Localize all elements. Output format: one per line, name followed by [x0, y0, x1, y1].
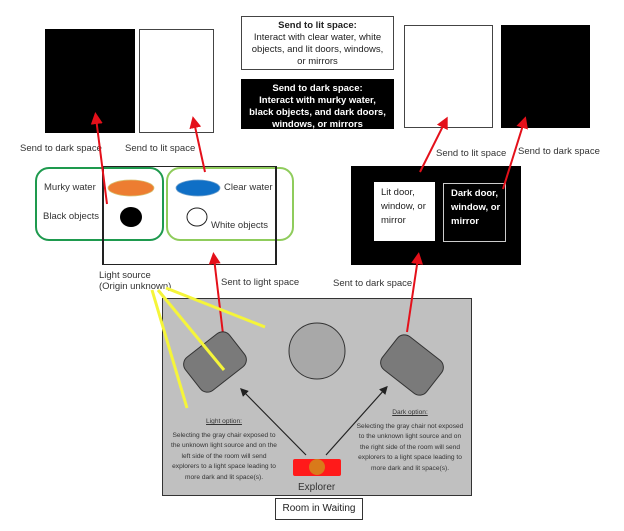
- lit-door-line: Lit door,: [381, 187, 415, 198]
- light-option-heading: Light option:: [206, 418, 242, 425]
- left-space-divider: [102, 166, 104, 265]
- arrow-to-dark-right: [502, 116, 528, 190]
- dark-door-line: window, or: [451, 202, 501, 213]
- lit-door-label: Lit door, window, or mirror: [381, 186, 426, 228]
- light-option-caption: Light option: Selecting the gray chair e…: [168, 417, 280, 484]
- sent-to-dark-label: Sent to dark space: [333, 278, 413, 289]
- lit-door-line: window, or: [381, 201, 426, 212]
- left-space-divider: [275, 166, 277, 265]
- dark-option-caption: Dark option: Selecting the gray chair no…: [354, 408, 466, 475]
- lit-door-line: mirror: [381, 215, 406, 226]
- clear-water-label: Clear water: [224, 182, 273, 193]
- right-chair: [380, 334, 444, 396]
- arrow-to-lit-left: [189, 116, 206, 173]
- legend-dark-title: Send to dark space:: [272, 83, 363, 94]
- light-source-line: Light source: [99, 270, 151, 281]
- lit-objects-group: [166, 167, 294, 241]
- dark-option-text: Selecting the gray chair not exposed to …: [356, 422, 464, 472]
- explorer-label: Explorer: [298, 482, 336, 493]
- legend-lit-line: Interact with clear water, white: [253, 32, 382, 43]
- send-lit-label-left: Send to lit space: [125, 143, 196, 154]
- send-dark-label-right: Send to dark space: [518, 146, 600, 157]
- send-lit-label-right: Send to lit space: [436, 148, 507, 159]
- light-source-line: (Origin unknown): [99, 281, 172, 292]
- dark-door-line: Dark door,: [451, 188, 498, 199]
- center-table: [288, 322, 346, 380]
- black-objects-label: Black objects: [43, 211, 99, 222]
- dark-door-label: Dark door, window, or mirror: [451, 187, 500, 229]
- dark-objects-group: [35, 167, 164, 241]
- legend-lit-space: Send to lit space: Interact with clear w…: [241, 16, 394, 70]
- black-object-shape: [120, 207, 142, 227]
- dark-option-heading: Dark option:: [392, 409, 428, 416]
- room-in-waiting-label: Room in Waiting: [275, 498, 363, 520]
- send-dark-label-left: Send to dark space: [20, 143, 102, 154]
- dark-space-right: [501, 25, 590, 128]
- legend-lit-line: objects, and lit doors, windows,: [251, 44, 384, 55]
- murky-water-label: Murky water: [44, 182, 96, 193]
- explorer-head: [309, 459, 325, 475]
- legend-dark-line: black objects, and dark doors,: [249, 107, 386, 118]
- legend-dark-line: windows, or mirrors: [272, 119, 363, 130]
- legend-lit-title: Send to lit space:: [278, 20, 357, 31]
- light-option-text: Selecting the gray chair exposed to the …: [171, 431, 277, 481]
- dark-door-line: mirror: [451, 216, 479, 227]
- arrow-explorer-to-right-chair: [325, 385, 388, 456]
- clear-water-shape: [175, 179, 221, 197]
- dark-door-box: [443, 183, 506, 242]
- arrow-to-dark-left: [90, 112, 108, 205]
- legend-dark-space: Send to dark space: Interact with murky …: [241, 79, 394, 130]
- legend-dark-line: Interact with murky water,: [259, 95, 376, 106]
- left-chair: [183, 331, 247, 393]
- light-ray: [165, 286, 266, 329]
- sent-to-light-label: Sent to light space: [221, 277, 300, 288]
- arrow-to-lit-right: [419, 116, 448, 173]
- white-object-shape: [186, 207, 208, 227]
- legend-lit-line: or mirrors: [297, 56, 338, 67]
- dark-space-left: [45, 29, 135, 133]
- lit-space-left: [139, 29, 214, 133]
- murky-water-shape: [107, 179, 155, 197]
- arrow-sent-to-dark: [406, 252, 424, 333]
- lit-space-right: [404, 25, 493, 128]
- lit-door-box: [374, 182, 435, 241]
- arrow-explorer-to-left-chair: [240, 388, 307, 456]
- light-source-label: Light source (Origin unknown): [99, 270, 171, 292]
- white-objects-label: White objects: [211, 220, 269, 231]
- light-ray: [150, 289, 189, 409]
- light-ray: [156, 289, 226, 371]
- arrow-sent-to-light: [208, 252, 224, 335]
